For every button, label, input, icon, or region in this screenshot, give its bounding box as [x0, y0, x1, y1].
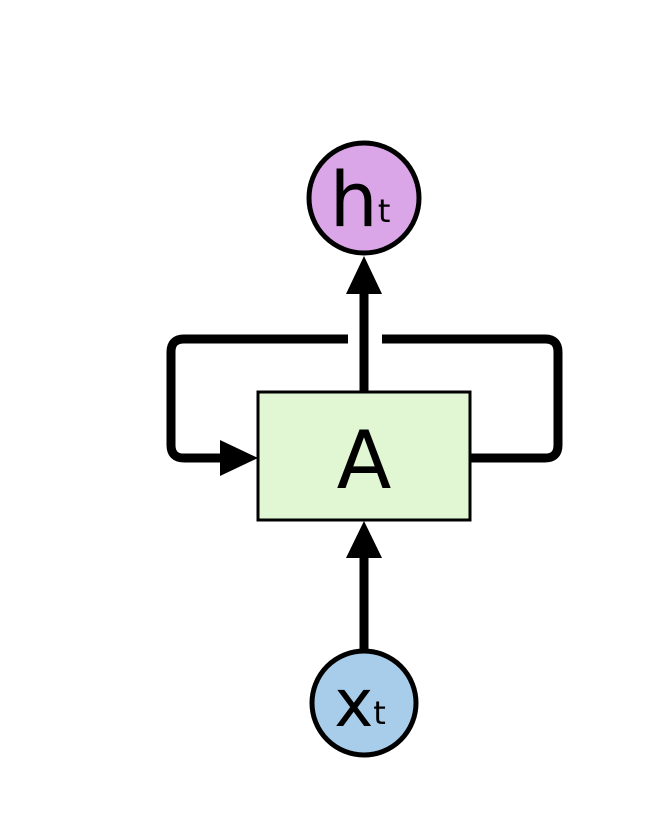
cell-label: A [337, 414, 392, 507]
input-node [309, 648, 419, 758]
input-subscript: t [373, 694, 386, 732]
output-node [306, 140, 422, 256]
input-node-label: xt [334, 665, 386, 742]
output-node-label: ht [330, 155, 391, 244]
recurrent-arrowhead [220, 440, 258, 476]
input-main-symbol: x [334, 665, 373, 742]
cell-box [256, 390, 472, 522]
output-main-symbol: h [330, 155, 378, 244]
recurrent-loop-connector [166, 334, 563, 463]
input-arrowhead [346, 521, 382, 558]
output-arrowhead [346, 256, 382, 294]
output-subscript: t [378, 192, 391, 230]
